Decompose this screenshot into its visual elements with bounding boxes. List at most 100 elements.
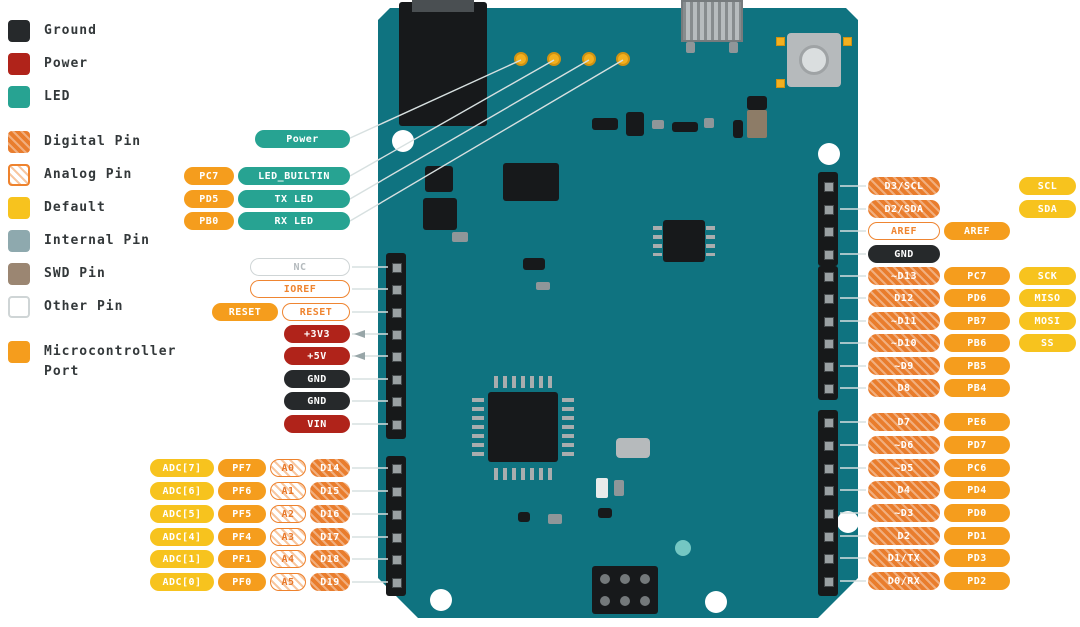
pin-chip-gnd: GND: [868, 245, 940, 263]
header-pin: [824, 182, 834, 192]
legend-label: SWD Pin: [44, 266, 106, 281]
crystal: [616, 438, 650, 458]
pin-row: VIN: [284, 415, 350, 433]
legend-item-internal-pin: Internal Pin: [8, 230, 194, 252]
passive-10: [614, 480, 624, 496]
header-pin: [824, 250, 834, 260]
passive-3: [652, 120, 664, 129]
pin-chip-mosi: MOSI: [1019, 312, 1076, 330]
header-pin: [824, 317, 834, 327]
pin-row: GND: [284, 370, 350, 388]
passive-11: [598, 508, 612, 518]
pin-chip-pf7: PF7: [218, 459, 266, 477]
pin-chip-d10: ~D10: [868, 334, 940, 352]
icsp-pin-6: [640, 596, 650, 606]
header-pin: [392, 420, 402, 430]
pin-chip-a3: A3: [270, 528, 306, 546]
pin-chip-pd4: PD4: [944, 481, 1010, 499]
header-pin: [392, 533, 402, 543]
pin-chip-pb4: PB4: [944, 379, 1010, 397]
header-pin: [392, 263, 402, 273]
pin-chip-adc-5: ADC[5]: [150, 505, 214, 523]
header-pin: [824, 464, 834, 474]
passive-12: [548, 514, 562, 524]
pin-chip-5v: +5V: [284, 347, 350, 365]
mcu-tick-right: [562, 398, 574, 456]
pin-chip-a2: A2: [270, 505, 306, 523]
header-pin: [824, 441, 834, 451]
header-pin: [824, 227, 834, 237]
header-pin: [392, 308, 402, 318]
pin-chip-d2-sda: D2/SDA: [868, 200, 940, 218]
icsp-pin-2: [620, 574, 630, 584]
barrel-jack-cap: [412, 0, 474, 12]
pin-chip-pf0: PF0: [218, 573, 266, 591]
header-pin: [824, 532, 834, 542]
header-strip-right-b: [818, 266, 838, 400]
ic-tick-left: [653, 226, 662, 256]
pin-chip-gnd: GND: [284, 370, 350, 388]
legend-item-digital-pin: Digital Pin: [8, 131, 194, 153]
pin-chip-d19: D19: [310, 573, 350, 591]
ic-tick-right: [706, 226, 715, 256]
voltage-regulator: [503, 163, 559, 201]
passive-7: [523, 258, 545, 270]
pin-chip-d3: ~D3: [868, 504, 940, 522]
pin-chip-pd0: PD0: [944, 504, 1010, 522]
header-pin: [392, 487, 402, 497]
mounting-hole-2: [818, 143, 840, 165]
barrel-jack: [399, 2, 487, 126]
gold-pad-2: [776, 79, 785, 88]
pin-chip-pf5: PF5: [218, 505, 266, 523]
legend-label: Default: [44, 200, 106, 215]
header-pin: [392, 330, 402, 340]
pin-chip-pb0: PB0: [184, 212, 234, 230]
pin-row: D2/SDA: [868, 200, 940, 218]
legend-item-other-pin: Other Pin: [8, 296, 194, 318]
pin-chip-adc-0: ADC[0]: [150, 573, 214, 591]
header-pin: [824, 509, 834, 519]
header-pin: [824, 554, 834, 564]
pin-chip-a0: A0: [270, 459, 306, 477]
header-pin: [392, 510, 402, 520]
legend-label: Microcontroller Port: [44, 344, 177, 379]
mcu-tick-top: [494, 376, 552, 388]
legend-label: Power: [44, 56, 89, 71]
pin-chip-pd6: PD6: [944, 289, 1010, 307]
legend-label: LED: [44, 89, 71, 104]
mounting-hole-5: [837, 511, 859, 533]
pin-chip-pb6: PB6: [944, 334, 1010, 352]
pin-chip-a1: A1: [270, 482, 306, 500]
default-swatch: [8, 197, 30, 219]
legend-item-led: LED: [8, 86, 194, 108]
pin-chip-pb7: PB7: [944, 312, 1010, 330]
legend-item-microcontroller-port: Microcontroller Port: [8, 341, 194, 382]
pin-chip-d6: ~D6: [868, 436, 940, 454]
legend-label: Digital Pin: [44, 134, 142, 149]
legend-item-ground: Ground: [8, 20, 194, 42]
pin-chip-gnd: GND: [284, 392, 350, 410]
pin-chip-pf4: PF4: [218, 528, 266, 546]
pin-chip-d2: D2: [868, 527, 940, 545]
analog-swatch: [8, 164, 30, 186]
header-pin: [392, 285, 402, 295]
led-component-2: [423, 198, 457, 230]
passive-4: [672, 122, 698, 132]
pin-chip-pd2: PD2: [944, 572, 1010, 590]
header-pin: [392, 464, 402, 474]
pin-chip-sda: SDA: [1019, 200, 1076, 218]
